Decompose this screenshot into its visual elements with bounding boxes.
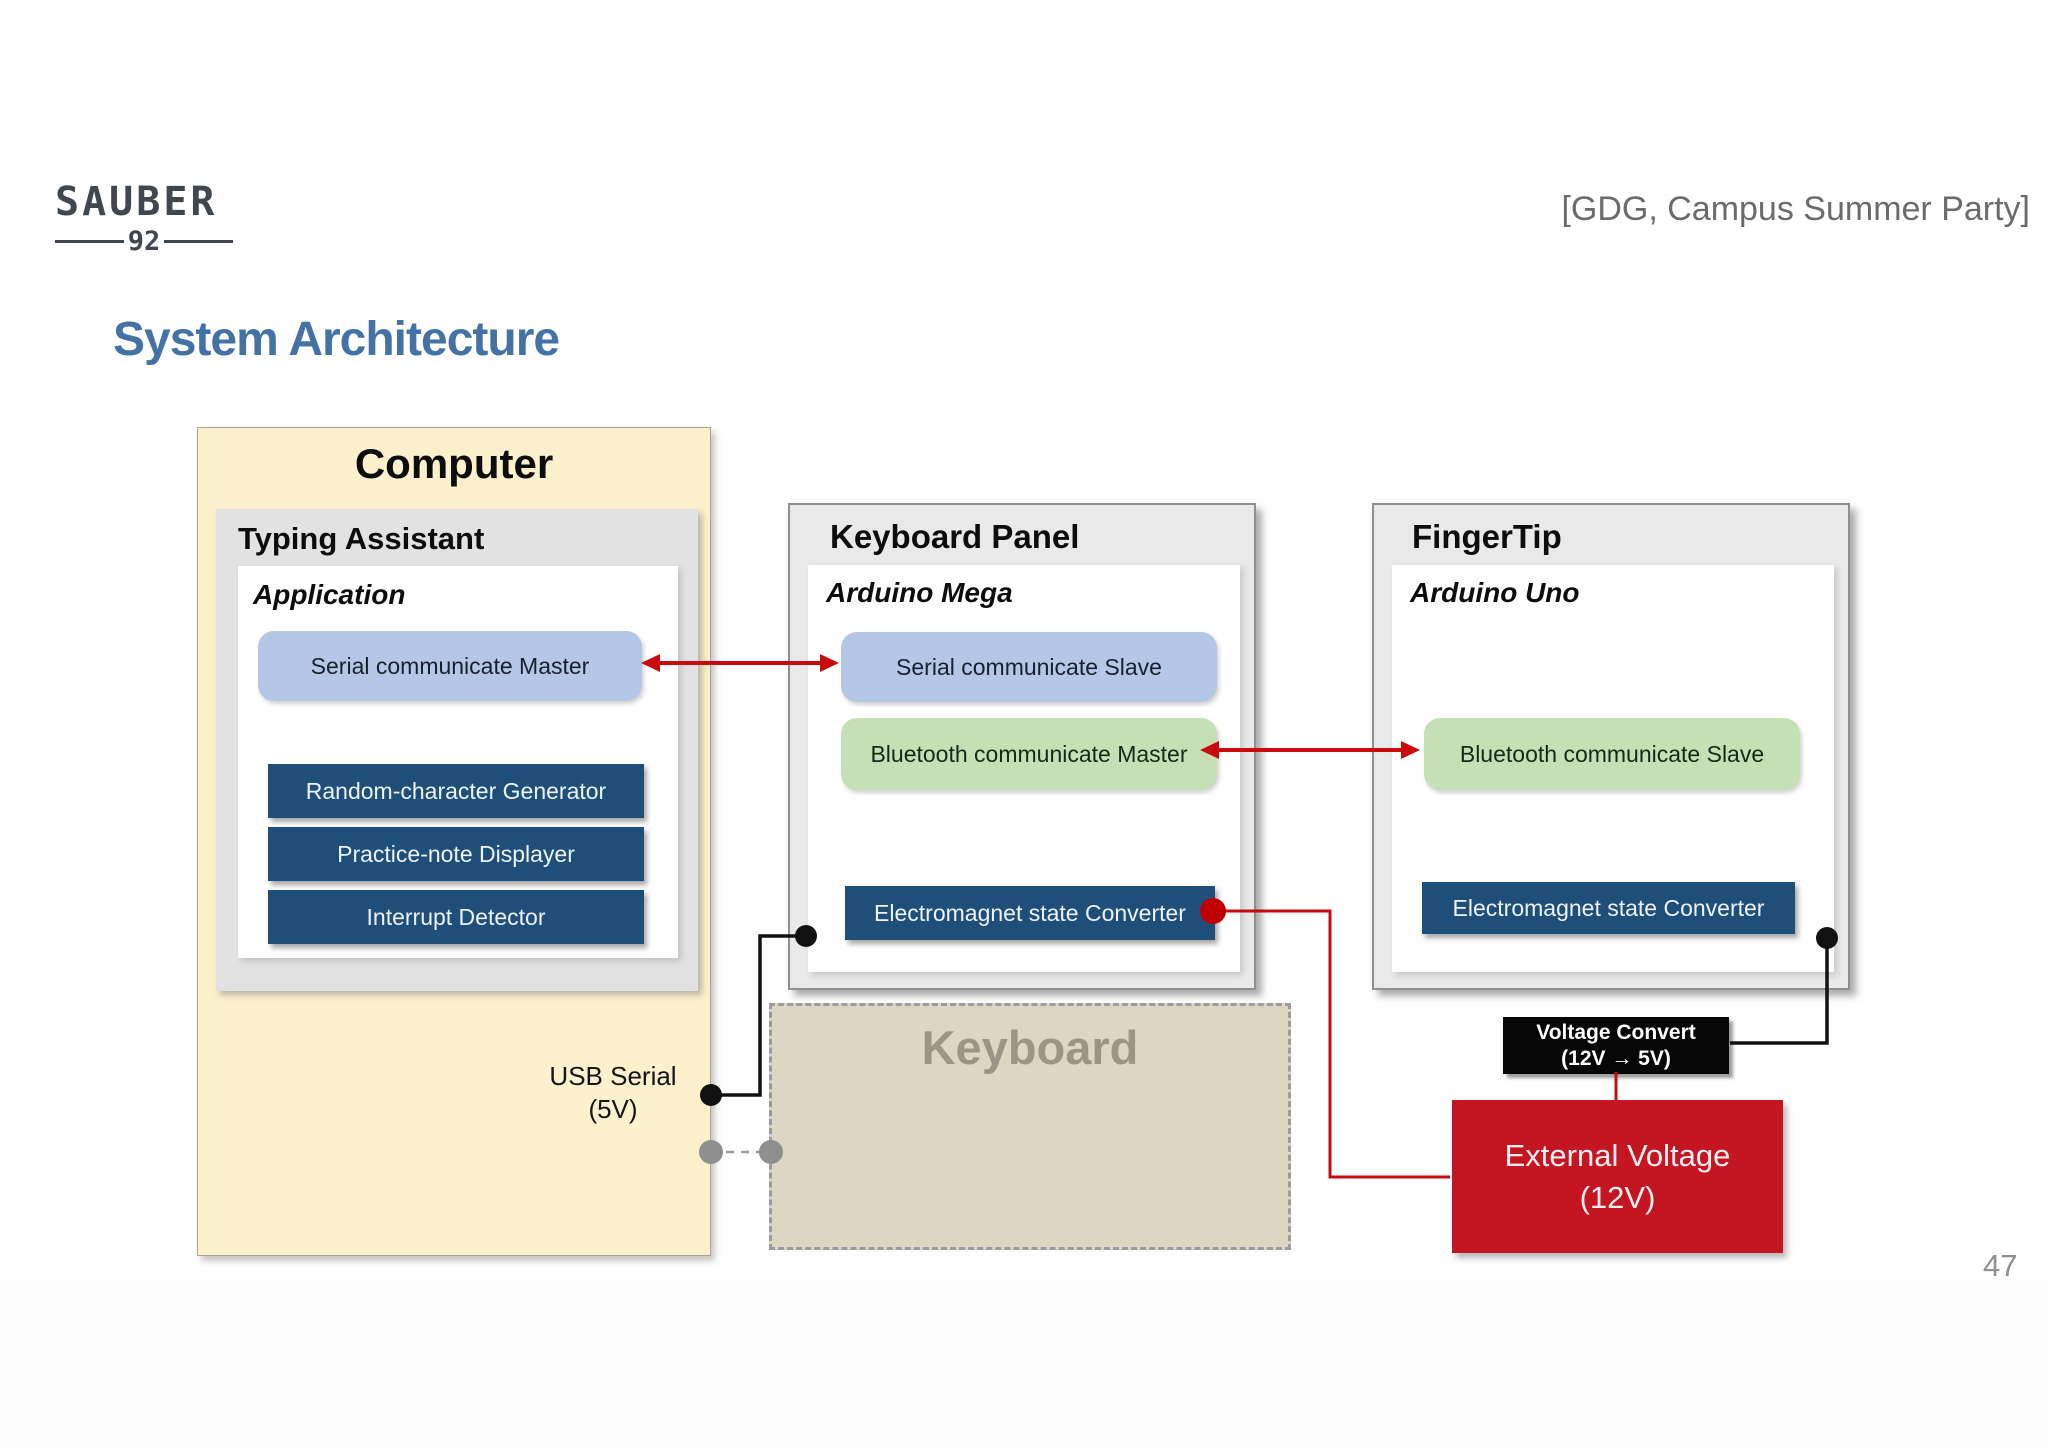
page-number: 47 — [1983, 1248, 2018, 1283]
bluetooth-communicate-slave-box: Bluetooth communicate Slave — [1424, 718, 1800, 790]
voltage-convert-line1: Voltage Convert — [1536, 1020, 1696, 1044]
page-title: System Architecture — [113, 313, 560, 366]
bottom-strip — [0, 1280, 2048, 1447]
external-voltage-line1: External Voltage — [1504, 1137, 1731, 1173]
keyboard-panel-box: Keyboard Panel Arduino Mega Serial commu… — [788, 503, 1256, 990]
sauber-logo: SAUBER 92 — [55, 179, 234, 257]
voltage-convert-box: Voltage Convert (12V → 5V) — [1503, 1017, 1729, 1074]
usb-serial-label-line1: USB Serial — [549, 1061, 677, 1091]
keyboard-box: Keyboard — [769, 1003, 1291, 1250]
typing-assistant-panel: Typing Assistant Application Serial comm… — [216, 509, 698, 991]
serial-communicate-slave-box: Serial communicate Slave — [841, 632, 1217, 702]
voltage-convert-line2: (12V → 5V) — [1561, 1046, 1671, 1070]
external-voltage-box: External Voltage (12V) — [1452, 1100, 1783, 1253]
usb-serial-label-line2: (5V) — [588, 1093, 638, 1124]
computer-title: Computer — [354, 440, 554, 487]
arduino-mega-inner-box: Arduino Mega Serial communicate Slave Bl… — [808, 565, 1240, 972]
application-label: Application — [253, 579, 406, 610]
logo-text: SAUBER — [55, 179, 218, 225]
bluetooth-communicate-master-box: Bluetooth communicate Master — [841, 718, 1217, 790]
event-label: [GDG, Campus Summer Party] — [1561, 190, 2030, 228]
keyboard-label: Keyboard — [921, 1021, 1139, 1074]
application-inner-box: Application Serial communicate Master Ra… — [238, 566, 678, 958]
arduino-mega-label: Arduino Mega — [826, 577, 1013, 608]
computer-box: Computer Typing Assistant Application Se… — [197, 427, 711, 1256]
logo-line-left — [55, 240, 124, 243]
arduino-uno-inner-box: Arduino Uno Bluetooth communicate Slave … — [1392, 565, 1834, 972]
fingertip-title: FingerTip — [1412, 518, 1562, 555]
typing-assistant-title: Typing Assistant — [238, 521, 485, 556]
keyboard-panel-electromagnet-converter-box: Electromagnet state Converter — [845, 886, 1215, 940]
random-character-generator-box: Random-character Generator — [268, 764, 644, 818]
logo-line-right — [164, 240, 234, 243]
logo-92-row: 92 — [55, 226, 234, 257]
logo-number: 92 — [127, 226, 161, 257]
interrupt-detector-box: Interrupt Detector — [268, 890, 644, 944]
serial-communicate-master-box: Serial communicate Master — [258, 631, 642, 701]
external-voltage-line2: (12V) — [1579, 1179, 1656, 1215]
fingertip-box: FingerTip Arduino Uno Bluetooth communic… — [1372, 503, 1850, 990]
keyboard-panel-title: Keyboard Panel — [830, 518, 1080, 555]
arduino-uno-label: Arduino Uno — [1410, 577, 1580, 608]
fingertip-electromagnet-converter-box: Electromagnet state Converter — [1422, 882, 1795, 934]
usb-serial-label: USB Serial (5V) — [533, 1060, 693, 1125]
practice-note-displayer-box: Practice-note Displayer — [268, 827, 644, 881]
